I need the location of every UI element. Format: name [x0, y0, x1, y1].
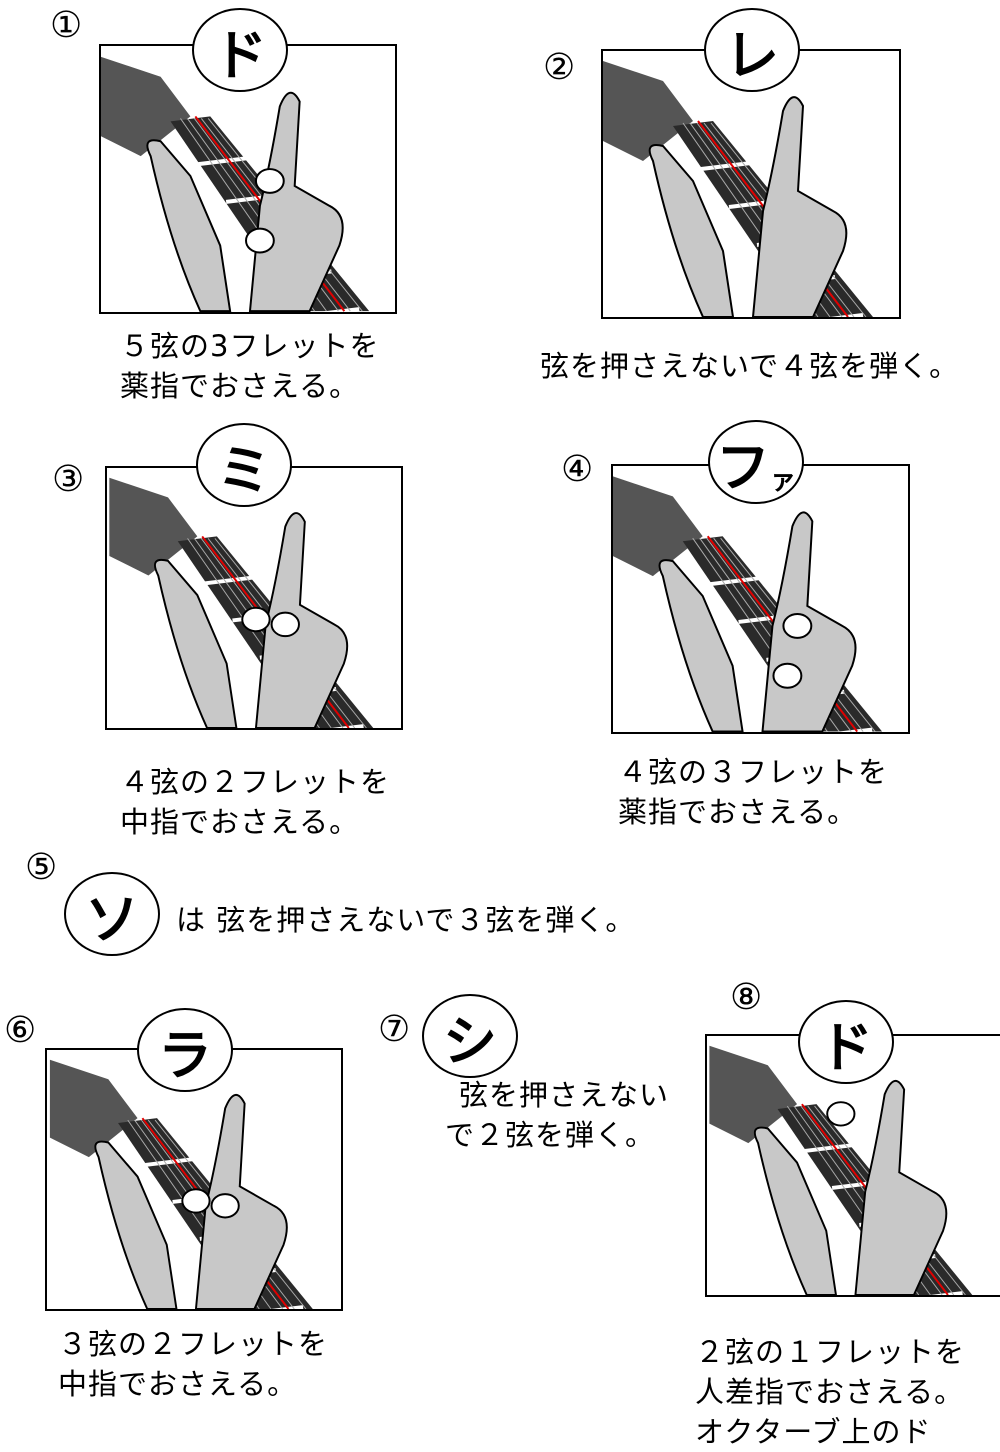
instruction-line: 弦を押さえないで４弦を弾く。 — [540, 349, 960, 383]
instruction-line: で２弦を弾く。 — [445, 1118, 656, 1152]
instruction-line: ４弦の２フレットを — [120, 765, 391, 799]
instruction-text: は 弦を押さえないで３弦を弾く。 — [176, 900, 635, 940]
fingertip — [254, 168, 285, 194]
step-number: ④ — [561, 449, 594, 490]
hand-palm — [154, 558, 238, 728]
instruction-line: ４弦の３フレットを — [618, 755, 889, 789]
fret — [204, 575, 255, 586]
instruction-line: ３弦の２フレットを — [58, 1327, 329, 1361]
note-bubble: ド — [192, 8, 288, 92]
instruction-text: 弦を押さえないで２弦を弾く。 — [445, 1075, 669, 1155]
step-number: ③ — [52, 459, 85, 500]
fret — [270, 1305, 304, 1309]
note-text: フ — [715, 435, 770, 499]
guitar-illustration — [705, 1034, 1000, 1297]
fingertip — [772, 662, 803, 689]
fingertip — [210, 1193, 240, 1219]
fret — [804, 1143, 854, 1153]
guitar-illustration — [601, 49, 901, 319]
hand-palm — [753, 1126, 837, 1295]
note-bubble: ラ — [137, 1008, 233, 1092]
instruction-line: 薬指でおさえる。 — [120, 369, 360, 403]
fingertip — [245, 227, 275, 254]
fret — [710, 576, 761, 587]
note-bubble: シ — [422, 994, 518, 1078]
guitar-illustration — [105, 466, 403, 730]
fret — [318, 307, 360, 312]
instruction-line: 弦を押さえない — [459, 1078, 670, 1112]
hand-fingers — [854, 1080, 948, 1295]
note-bubble: ソ — [64, 872, 160, 956]
hand-palm — [146, 139, 232, 312]
hand-fingers — [751, 96, 848, 317]
step-number: ② — [543, 47, 576, 88]
note-small-text: ァ — [769, 465, 796, 496]
step-number: ⑧ — [730, 977, 763, 1018]
fingertip — [241, 606, 271, 633]
headstock — [709, 1045, 798, 1144]
fret — [145, 1157, 195, 1167]
instruction-text: ４弦の２フレットを中指でおさえる。 — [120, 762, 390, 842]
step-number: ① — [50, 5, 83, 46]
hand-fingers — [254, 512, 349, 728]
note-bubble: ファ — [708, 420, 804, 504]
instruction-line: 中指でおさえる。 — [58, 1367, 298, 1401]
hand-palm — [658, 559, 744, 732]
fret — [929, 1291, 963, 1295]
fingertip — [181, 1188, 211, 1214]
instruction-text: ３弦の２フレットを中指でおさえる。 — [58, 1324, 328, 1404]
fret — [330, 724, 364, 728]
instruction-line: ５弦の3フレットを — [120, 329, 380, 363]
guitar-illustration — [611, 464, 910, 734]
instruction-line: 人差指でおさえる。 — [695, 1375, 965, 1409]
fingertip — [782, 612, 813, 639]
headstock — [101, 56, 191, 157]
instruction-text: 弦を押さえないで４弦を弾く。 — [540, 346, 959, 386]
instruction-line: は 弦を押さえないで３弦を弾く。 — [176, 903, 636, 937]
fret — [829, 313, 864, 317]
hand-palm — [94, 1140, 178, 1309]
fingertip — [826, 1101, 856, 1127]
headstock — [603, 61, 693, 161]
fret — [835, 727, 873, 732]
instruction-line: 中指でおさえる。 — [120, 805, 360, 839]
headstock — [49, 1059, 138, 1158]
hand-fingers — [194, 1094, 288, 1309]
fret — [700, 161, 752, 171]
step-number: ⑦ — [378, 1009, 411, 1050]
step-number: ⑥ — [4, 1010, 37, 1051]
hand-palm — [648, 144, 735, 317]
note-bubble: レ — [704, 8, 800, 92]
instruction-text: ４弦の３フレットを薬指でおさえる。 — [618, 752, 888, 832]
headstock — [109, 477, 198, 576]
instruction-line: オクターブ上のド — [695, 1415, 932, 1449]
note-bubble: ド — [798, 1000, 894, 1084]
fret — [198, 156, 249, 167]
step-number: ⑤ — [25, 847, 58, 888]
instruction-text: ５弦の3フレットを薬指でおさえる。 — [120, 326, 379, 406]
instruction-line: ２弦の１フレットを — [695, 1335, 966, 1369]
headstock — [613, 476, 703, 577]
instruction-line: 薬指でおさえる。 — [618, 795, 858, 829]
instruction-text: ２弦の１フレットを人差指でおさえる。オクターブ上のド — [695, 1332, 965, 1452]
note-bubble: ミ — [196, 423, 292, 507]
fingertip — [270, 611, 300, 638]
